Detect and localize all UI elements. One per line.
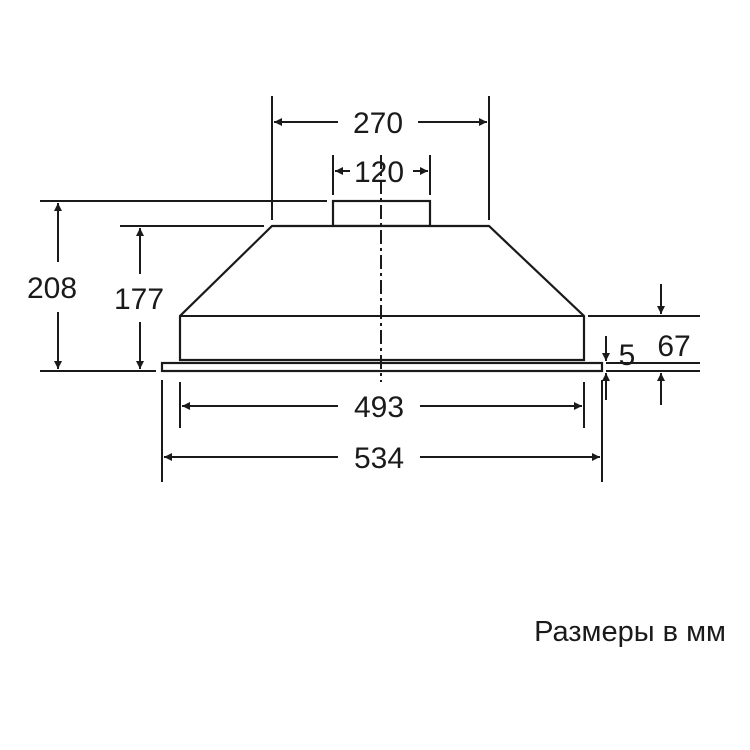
label-total-height: 208 <box>27 272 77 305</box>
dimension-total-height: 208 <box>27 203 77 369</box>
label-body-height: 177 <box>114 283 164 316</box>
label-outer-width: 534 <box>354 442 404 475</box>
hood-outline <box>160 155 604 382</box>
label-top-width: 270 <box>353 107 403 140</box>
dimension-outlet-width: 120 <box>335 156 428 189</box>
extension-lines <box>40 96 700 482</box>
dimension-inner-width: 493 <box>182 391 582 424</box>
label-side-height: 67 <box>657 330 690 363</box>
dimension-side-height: 67 <box>657 284 691 405</box>
dimension-outer-width: 534 <box>164 442 600 475</box>
label-rim-height: 5 <box>619 339 636 372</box>
dimension-body-height: 177 <box>114 228 164 369</box>
units-caption: Размеры в мм <box>534 616 726 648</box>
dimension-rim-height: 5 <box>602 336 636 400</box>
dimension-top-width: 270 <box>274 107 487 140</box>
label-outlet-width: 120 <box>354 156 404 189</box>
label-inner-width: 493 <box>354 391 404 424</box>
